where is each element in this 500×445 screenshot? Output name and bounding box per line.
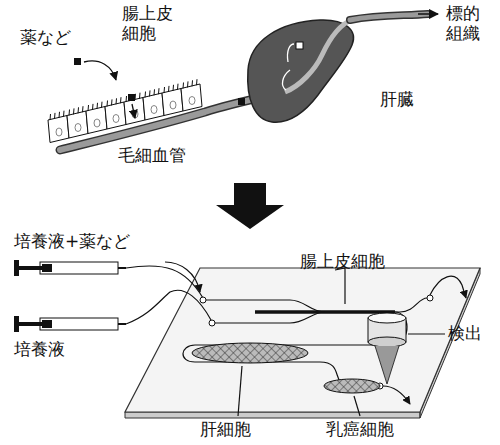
microvillus (63, 111, 65, 117)
leader-line (408, 333, 445, 334)
nucleus (75, 124, 81, 132)
nucleus (113, 115, 119, 123)
nucleus (56, 128, 62, 136)
part-label: 腸上皮細胞 (122, 4, 175, 43)
nucleus (151, 106, 157, 114)
microvillus (69, 110, 71, 116)
chip-plate (125, 268, 480, 412)
channel (183, 312, 407, 386)
hepatocyte-chamber (192, 343, 308, 363)
liver (248, 20, 354, 122)
inlet (200, 297, 206, 303)
microvillus (82, 106, 84, 112)
leader-line (238, 366, 242, 416)
microvillus (126, 96, 128, 102)
epithelial-cell (105, 102, 126, 129)
microvillus (168, 86, 170, 92)
microvillus (149, 90, 151, 96)
flow-arrow (165, 262, 200, 292)
detector-label: 検出 (448, 324, 482, 344)
microvillus (54, 113, 56, 119)
syringe (14, 316, 126, 332)
syringe-label: 培養液 (14, 340, 65, 360)
metabolite-square (296, 42, 303, 49)
epithelial-cell (124, 98, 145, 125)
flow-arrow (418, 13, 438, 15)
microvillus (78, 107, 80, 113)
epithelial-cell (86, 107, 107, 134)
outlet (427, 295, 433, 301)
microvillus (173, 85, 175, 91)
outflow-arrow (430, 276, 466, 298)
liver-vessel (285, 20, 352, 92)
microvillus (73, 108, 75, 114)
channel (206, 298, 427, 312)
drug-label: 薬など (20, 28, 71, 48)
intestinal-epithelium (48, 79, 202, 142)
uptake-arrow (132, 104, 135, 118)
channel-label: 腸上皮細胞 (300, 252, 385, 272)
microvillus (196, 79, 198, 85)
nucleus (189, 97, 195, 105)
epithelial-cell (67, 111, 88, 138)
leader-line (354, 396, 360, 416)
vessel-outline (350, 14, 428, 20)
drug-square (238, 98, 245, 105)
nucleus (170, 101, 176, 109)
chamber-label: 肝細胞 (200, 420, 251, 440)
part-label: 標的組織 (446, 4, 482, 43)
part-label: 毛細血管 (118, 146, 186, 166)
syringe (14, 260, 126, 276)
metabolism-arrow (283, 70, 290, 90)
drug-square (128, 94, 135, 101)
microvillus (139, 93, 141, 99)
microvillus (92, 104, 94, 110)
microvillus (59, 112, 61, 118)
microvillus (50, 114, 52, 120)
microvillus (97, 103, 99, 109)
microvillus (116, 98, 118, 104)
epithelial-cell (48, 116, 69, 143)
microvillus (101, 102, 103, 108)
big-arrow (216, 183, 284, 229)
chamber-label: 乳癌細胞 (326, 420, 394, 440)
microvillus (111, 99, 113, 105)
channel (215, 312, 325, 323)
microvillus (187, 81, 189, 87)
microvillus (164, 87, 166, 93)
detector (368, 313, 406, 384)
microvillus (88, 105, 90, 111)
microvillus (120, 97, 122, 103)
tube (126, 290, 211, 324)
microvillus (107, 101, 109, 107)
epithelial-cell (181, 84, 202, 111)
organ-label: 肝臓 (380, 90, 414, 110)
leader-line (335, 268, 345, 304)
microvillus (158, 88, 160, 94)
epithelial-cell (162, 89, 183, 116)
drug-square (74, 58, 81, 65)
microvillus (192, 80, 194, 86)
microvillus (145, 92, 147, 98)
microvillus (177, 84, 179, 90)
epithelial-cell (143, 93, 164, 120)
uptake-arrow (84, 61, 116, 80)
syringe-label: 培養液+薬など (14, 232, 130, 252)
microvillus (154, 89, 156, 95)
nucleus (94, 119, 100, 127)
breast-cancer-chamber (324, 379, 380, 393)
chip-edge (125, 268, 480, 418)
tube (126, 266, 203, 298)
microvillus (183, 83, 185, 89)
outflow-arrow (383, 386, 410, 404)
metabolism-arrow (287, 44, 294, 62)
inlet (209, 320, 215, 326)
vessel (350, 14, 428, 20)
